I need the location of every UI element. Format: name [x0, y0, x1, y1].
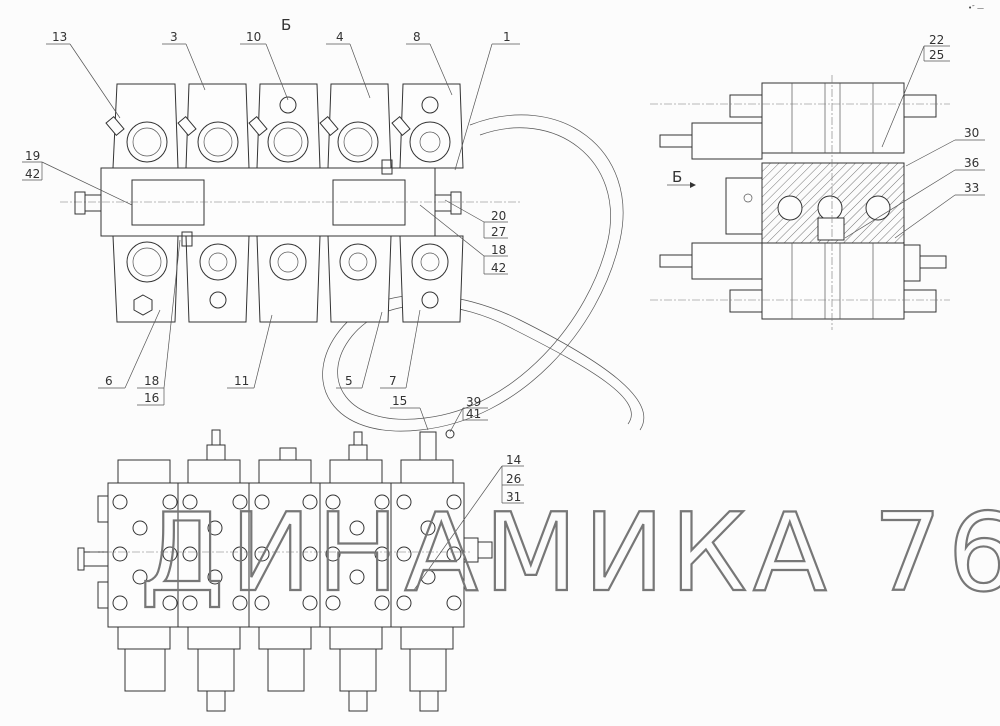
section-view: Б	[650, 75, 950, 330]
callout-13: 13	[52, 30, 67, 44]
section-2-top	[185, 83, 250, 169]
callout-16: 16	[144, 391, 159, 405]
view-marker-label: Б	[281, 16, 291, 34]
callout-11: 11	[234, 374, 249, 388]
callout-31: 31	[506, 490, 521, 504]
callout-4: 4	[336, 30, 344, 44]
callout-20: 20	[491, 209, 506, 223]
callout-6: 6	[105, 374, 113, 388]
section-1-top	[112, 83, 179, 169]
upper-sections	[105, 83, 464, 169]
section-4-top	[327, 83, 392, 169]
top-view: Б	[60, 16, 520, 323]
top-view-callouts: 13 3 10 4 8 1 19 42 20 27 18 42 6 18 16 …	[22, 30, 520, 406]
callout-22: 22	[929, 33, 944, 47]
callout-33: 33	[964, 181, 979, 195]
callout-15: 15	[392, 394, 407, 408]
callout-7: 7	[389, 374, 397, 388]
callout-14: 14	[506, 453, 521, 467]
callout-19: 19	[25, 149, 40, 163]
front-view	[77, 429, 493, 712]
callout-3: 3	[170, 30, 178, 44]
callout-26: 26	[506, 472, 521, 486]
corner-mark: •″ —	[968, 4, 984, 12]
callout-10: 10	[246, 30, 261, 44]
callout-25: 25	[929, 48, 944, 62]
callout-41: 41	[466, 407, 481, 421]
callout-5: 5	[345, 374, 353, 388]
callout-30: 30	[964, 126, 979, 140]
section-arrow-label: Б	[672, 168, 682, 186]
callout-1: 1	[503, 30, 511, 44]
front-view-callouts: 15 39 41 14 26 31	[390, 394, 524, 591]
callout-27: 27	[491, 225, 506, 239]
lower-sections	[112, 235, 464, 323]
section-view-callouts: 22 25 30 36 33	[844, 33, 985, 239]
callout-42-right: 42	[491, 261, 506, 275]
section-5-top	[399, 83, 464, 169]
callout-42-left: 42	[25, 167, 40, 181]
callout-18-right: 18	[491, 243, 506, 257]
callout-39: 39	[466, 395, 481, 409]
callout-8: 8	[413, 30, 421, 44]
callout-18-bottom: 18	[144, 374, 159, 388]
valve-block	[107, 482, 465, 628]
watermark-text: ДИНАМИКА 76	[140, 491, 1000, 616]
watermark-swirl	[322, 114, 645, 432]
callout-36: 36	[964, 156, 979, 170]
